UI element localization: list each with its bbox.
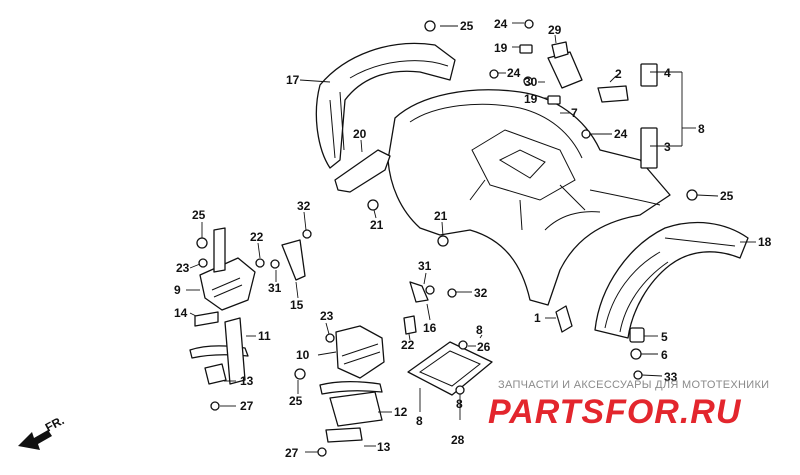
callout-31: 31 [418,259,432,273]
callout-32: 32 [297,199,311,213]
callout-22: 22 [401,338,415,352]
callout-2: 2 [615,67,622,81]
leader-lines [186,22,756,453]
callout-23: 23 [176,261,190,275]
callout-28: 28 [451,433,465,447]
callout-32: 32 [474,286,488,300]
front-direction-indicator: FR. [18,413,66,450]
callout-8: 8 [476,323,483,337]
callout-15: 15 [290,298,304,312]
front-arrow-icon [18,430,52,450]
callout-27: 27 [285,446,299,460]
callout-8: 8 [456,397,463,411]
callout-26: 26 [477,340,491,354]
callout-1: 1 [534,311,541,325]
callout-18: 18 [758,235,772,249]
main-fender-shape [387,89,671,306]
callout-33: 33 [664,370,678,384]
callout-19: 19 [494,41,508,55]
callout-7: 7 [571,106,578,120]
callout-24: 24 [614,127,628,141]
callout-11: 11 [258,329,271,343]
callout-9: 9 [174,283,181,297]
callout-21: 21 [370,218,384,232]
callout-4: 4 [664,66,671,80]
callout-25: 25 [460,19,474,33]
callout-22: 22 [250,230,264,244]
callout-13: 13 [377,440,391,454]
callout-23: 23 [320,309,334,323]
right-bracket-shapes [294,281,457,457]
upper-hardware-shapes [424,19,698,201]
callout-19: 19 [524,92,538,106]
callout-5: 5 [661,330,668,344]
left-bracket-shapes [189,227,312,411]
callout-labels: 25 24 29 19 24 30 19 2 7 24 4 3 8 25 18 … [174,17,772,460]
watermark-brand: PARTSFOR.RU [488,393,742,431]
callout-24: 24 [494,17,508,31]
callout-10: 10 [296,348,310,362]
callout-27: 27 [240,399,254,413]
callout-25: 25 [720,189,734,203]
callout-13: 13 [240,374,254,388]
callout-8: 8 [698,122,705,136]
callout-29: 29 [548,23,562,37]
callout-20: 20 [353,127,367,141]
mudguard-shapes [334,149,449,247]
callout-25: 25 [289,394,303,408]
callout-24: 24 [507,66,521,80]
left-fender-shape [315,42,456,169]
callout-6: 6 [661,348,668,362]
callout-14: 14 [174,306,188,320]
callout-16: 16 [423,321,437,335]
callout-12: 12 [394,405,408,419]
callout-3: 3 [664,140,671,154]
watermark: ЗАПЧАСТИ И АКСЕССУАРЫ ДЛЯ МОТОТЕХНИКИ PA… [488,379,769,431]
right-fender-shape [594,221,749,339]
callout-8: 8 [416,414,423,428]
callout-30: 30 [524,75,538,89]
right-side-hardware-shapes [555,305,645,380]
plate-shapes [407,340,493,396]
callout-17: 17 [286,73,300,87]
watermark-subtitle: ЗАПЧАСТИ И АКСЕССУАРЫ ДЛЯ МОТОТЕХНИКИ [498,379,769,391]
callout-31: 31 [268,281,282,295]
callout-25: 25 [192,208,206,222]
callout-21: 21 [434,209,448,223]
